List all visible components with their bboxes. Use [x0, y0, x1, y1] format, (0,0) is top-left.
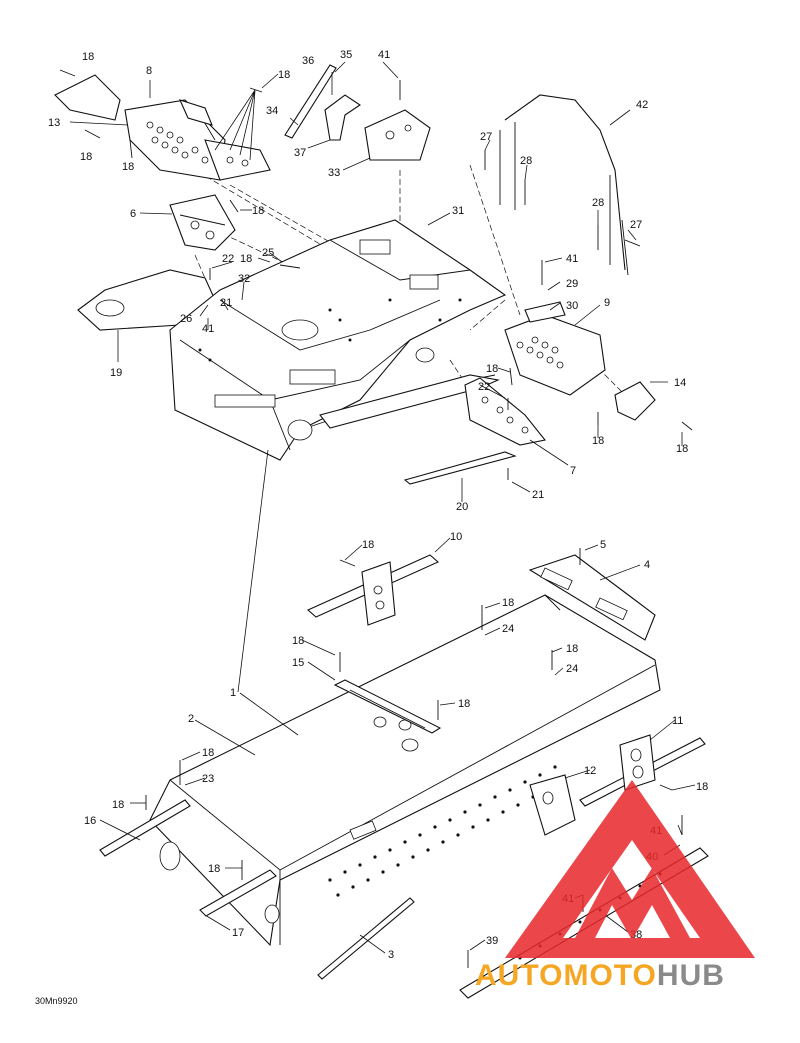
- callout-22: 22: [222, 253, 234, 265]
- callout-18: 18: [82, 51, 94, 63]
- callout-4: 4: [644, 559, 650, 571]
- callout-10: 10: [450, 531, 462, 543]
- main-chassis: [169, 219, 507, 461]
- callout-18: 18: [592, 435, 604, 447]
- bracket-11: [579, 734, 706, 807]
- callout-18: 18: [112, 799, 124, 811]
- callout-41: 41: [202, 323, 214, 335]
- callout-18: 18: [566, 643, 578, 655]
- callout-41: 41: [566, 253, 578, 265]
- callout-13: 13: [48, 117, 60, 129]
- callout-33: 33: [328, 167, 340, 179]
- callout-18: 18: [292, 635, 304, 647]
- callout-18: 18: [240, 253, 252, 265]
- callout-18: 18: [362, 539, 374, 551]
- tunnel-perforations: [328, 765, 557, 897]
- callout-37: 37: [294, 147, 306, 159]
- callout-34: 34: [266, 105, 278, 117]
- front-plate-4: [528, 554, 656, 641]
- callout-22: 22: [478, 381, 490, 393]
- callout-25: 25: [262, 247, 274, 259]
- callout-7: 7: [570, 465, 576, 477]
- callout-labels: 18 8 13 18 18 18 36 35 41 34 37 33 42 27…: [48, 49, 708, 961]
- watermark-text: AUTOMOTOHUB: [475, 959, 725, 992]
- brand-auto: AUTO: [475, 959, 563, 992]
- runner-20: [403, 451, 517, 485]
- callout-24: 24: [566, 663, 578, 675]
- rod-assembly: [284, 64, 361, 141]
- diagram-code: 30Mn9920: [35, 996, 78, 1006]
- callout-17: 17: [232, 927, 244, 939]
- callout-18: 18: [676, 443, 688, 455]
- callout-32: 32: [238, 273, 250, 285]
- callout-20: 20: [456, 501, 468, 513]
- angle-17: [199, 869, 277, 917]
- tunnel-2: [149, 594, 661, 947]
- crossmember-10: [306, 554, 440, 626]
- callout-18: 18: [502, 597, 514, 609]
- callout-2: 2: [188, 713, 194, 725]
- callout-8: 8: [146, 65, 152, 77]
- callout-39: 39: [486, 935, 498, 947]
- callout-18: 18: [696, 781, 708, 793]
- callout-35: 35: [340, 49, 352, 61]
- rear-bracket-assembly: [54, 74, 271, 181]
- bar-3: [317, 897, 415, 980]
- callout-11: 11: [672, 715, 683, 727]
- callout-12: 12: [584, 765, 596, 777]
- callout-18: 18: [122, 161, 134, 173]
- angle-16: [99, 799, 191, 857]
- callout-28: 28: [592, 197, 604, 209]
- callout-3: 3: [388, 949, 394, 961]
- leader-lines: [69, 61, 696, 954]
- callout-26: 26: [180, 313, 192, 325]
- callout-27: 27: [630, 219, 642, 231]
- callout-28: 28: [520, 155, 532, 167]
- skid-plate-19: [77, 269, 216, 331]
- bracket-12: [529, 774, 576, 836]
- callout-18: 18: [202, 747, 214, 759]
- bracket-6: [169, 194, 236, 251]
- chassis-rivets: [198, 298, 462, 362]
- callout-42: 42: [636, 99, 648, 111]
- callout-31: 31: [452, 205, 464, 217]
- bracket-7: [464, 377, 546, 446]
- callout-6: 6: [130, 208, 136, 220]
- brand-moto: MOTO: [563, 959, 656, 992]
- callout-18: 18: [486, 363, 498, 375]
- callout-36: 36: [302, 55, 314, 67]
- callout-14: 14: [674, 377, 686, 389]
- callout-9: 9: [604, 297, 610, 309]
- callout-27: 27: [480, 131, 492, 143]
- bracket-14: [614, 381, 656, 421]
- callout-23: 23: [202, 773, 214, 785]
- callout-18: 18: [278, 69, 290, 81]
- bracket-33: [364, 109, 431, 161]
- callout-5: 5: [600, 539, 606, 551]
- watermark-logo: [505, 780, 755, 958]
- callout-18: 18: [458, 698, 470, 710]
- callout-15: 15: [292, 657, 304, 669]
- callout-30: 30: [566, 300, 578, 312]
- svg-text:AUTOMOTOHUB: AUTOMOTOHUB: [475, 959, 725, 992]
- fasteners: [59, 69, 693, 968]
- bracket-holes: [146, 121, 249, 167]
- brand-hub: HUB: [657, 959, 725, 992]
- rail-15: [333, 679, 442, 734]
- callout-21: 21: [220, 297, 232, 309]
- callout-18: 18: [252, 205, 264, 217]
- callout-1: 1: [230, 687, 236, 699]
- footrest-bracket-9: [504, 301, 606, 396]
- callout-18: 18: [208, 863, 220, 875]
- front-hoop-42: [499, 94, 629, 276]
- callout-24: 24: [502, 623, 514, 635]
- callout-29: 29: [566, 278, 578, 290]
- callout-18: 18: [80, 151, 92, 163]
- callout-41: 41: [378, 49, 390, 61]
- callout-16: 16: [84, 815, 96, 827]
- callout-21: 21: [532, 489, 544, 501]
- callout-19: 19: [110, 367, 122, 379]
